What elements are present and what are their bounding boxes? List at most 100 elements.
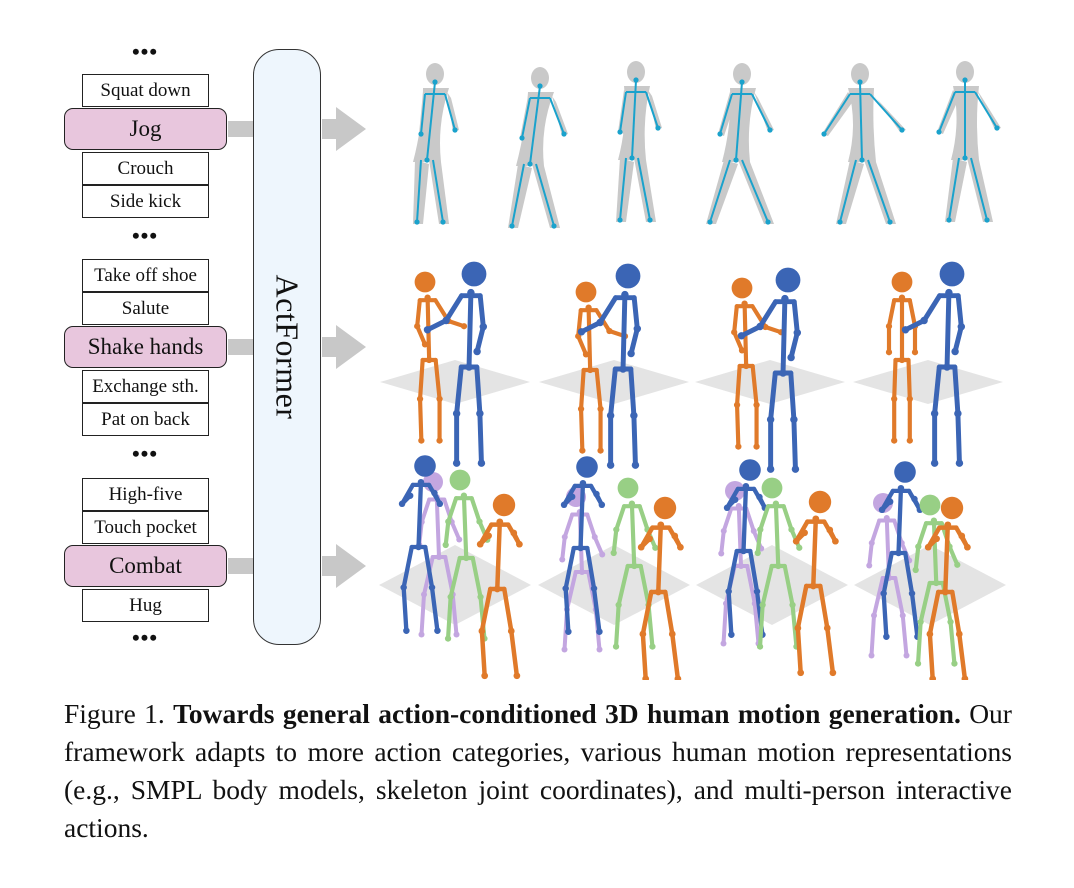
green-person-bone	[616, 563, 630, 608]
orange-person-bone	[495, 519, 503, 592]
green-person-joint	[951, 660, 958, 667]
orange-person-joint	[597, 405, 604, 413]
caption-title: Towards general action-conditioned 3D hu…	[173, 698, 961, 729]
purple-person-bone	[893, 576, 905, 618]
blue-person-joint	[619, 365, 627, 373]
blue-person-joint	[465, 363, 473, 371]
green-person-joint	[947, 618, 954, 626]
purple-person-bone	[872, 576, 885, 618]
orange-person-bone	[594, 367, 603, 412]
purple-person-joint	[561, 534, 568, 540]
connector-arrow	[228, 121, 254, 137]
green-person-bone	[446, 496, 459, 524]
skeleton-overlay-joint	[561, 131, 567, 137]
skeleton-overlay-joint	[414, 219, 420, 225]
orange-person-bone	[795, 625, 803, 676]
green-person-joint	[775, 562, 782, 570]
blue-person-bone	[896, 486, 904, 556]
orange-person-bone	[417, 396, 424, 443]
orange-person-joint	[738, 347, 746, 354]
orange-person-joint	[911, 349, 919, 356]
blue-person-joint	[621, 290, 629, 299]
purple-person-joint	[866, 562, 873, 569]
orange-person-joint	[510, 529, 518, 537]
skeleton-overlay-joint	[994, 125, 1000, 131]
green-person-joint	[954, 561, 961, 568]
purple-person-joint	[418, 631, 425, 638]
skeleton-overlay-joint	[551, 223, 557, 229]
orange-person-head	[575, 281, 597, 303]
action-label: Squat down	[82, 74, 209, 107]
blue-person-joint	[400, 584, 407, 591]
blue-person-joint	[756, 493, 763, 501]
body-mesh-arm	[754, 92, 774, 132]
skeleton-overlay-bone	[719, 93, 733, 135]
orange-person-joint	[478, 627, 486, 635]
blue-person-bone	[741, 484, 749, 554]
blue-person-joint	[781, 294, 789, 303]
green-person-joint	[444, 635, 452, 642]
orange-person-joint	[741, 300, 748, 307]
purple-person-joint	[599, 551, 606, 558]
blue-person-bone	[401, 585, 409, 633]
purple-person-joint	[868, 652, 875, 659]
orange-person-head	[414, 271, 436, 293]
blue-person-joint	[880, 590, 887, 597]
orange-person-joint	[762, 323, 769, 331]
orange-person-joint	[460, 323, 468, 330]
purple-person-joint	[453, 631, 460, 638]
orange-person-bone	[502, 586, 514, 634]
skeleton-overlay-joint	[519, 135, 525, 141]
green-person-joint	[757, 526, 764, 533]
orange-person-joint	[654, 588, 662, 596]
actformer-block: ActFormer	[253, 49, 321, 645]
blue-person-bone	[597, 295, 619, 325]
blue-person-bone	[726, 589, 734, 637]
purple-person-bone	[869, 613, 876, 658]
blue-person-joint	[590, 585, 598, 592]
green-person-bone	[757, 602, 765, 649]
skeleton-overlay-joint	[717, 131, 723, 137]
orange-person-joint	[891, 437, 898, 444]
output-arrow	[322, 107, 366, 151]
purple-person-joint	[720, 640, 727, 647]
blue-person-bone	[881, 550, 894, 596]
action-label: Hug	[82, 589, 209, 622]
figure-caption: Figure 1. Towards general action-conditi…	[64, 695, 1012, 847]
skeleton-overlay-joint	[655, 125, 661, 131]
skeleton-overlay-bone	[416, 159, 422, 223]
blue-person-joint	[886, 498, 894, 505]
orange-person-joint	[792, 537, 800, 545]
green-person-joint	[915, 543, 922, 550]
purple-person-joint	[899, 612, 906, 619]
blue-person-bone	[563, 586, 571, 634]
green-person-bone	[916, 521, 929, 549]
skeleton-overlay-bone	[869, 93, 903, 131]
blue-person-joint	[633, 324, 642, 333]
orange-person-joint	[414, 323, 421, 330]
skeleton-overlay-bone	[549, 97, 565, 135]
orange-person-joint	[735, 443, 742, 450]
blue-person-joint	[431, 489, 438, 497]
action-label: Pat on back	[82, 403, 209, 436]
skeleton-overlay-joint	[859, 157, 865, 163]
orange-person-joint	[955, 630, 963, 638]
orange-person-joint	[958, 532, 966, 540]
ellipsis: •••	[131, 39, 159, 64]
blue-person-bone	[608, 366, 618, 418]
blue-person-head	[461, 261, 487, 287]
green-person-bone	[947, 544, 960, 567]
green-person-joint	[930, 517, 938, 524]
blue-person-bone	[952, 364, 961, 416]
skeleton-overlay-joint	[617, 129, 623, 135]
orange-person-joint	[885, 323, 893, 330]
orange-person-joint	[823, 624, 831, 632]
blue-person-joint	[930, 409, 939, 418]
orange-person-joint	[606, 327, 613, 335]
blue-person-joint	[790, 415, 798, 424]
orange-person-bone	[415, 298, 422, 329]
orange-person-joint	[579, 447, 586, 454]
purple-person-bone	[592, 535, 605, 557]
orange-person-bone	[732, 330, 745, 353]
blue-person-joint	[766, 465, 775, 473]
